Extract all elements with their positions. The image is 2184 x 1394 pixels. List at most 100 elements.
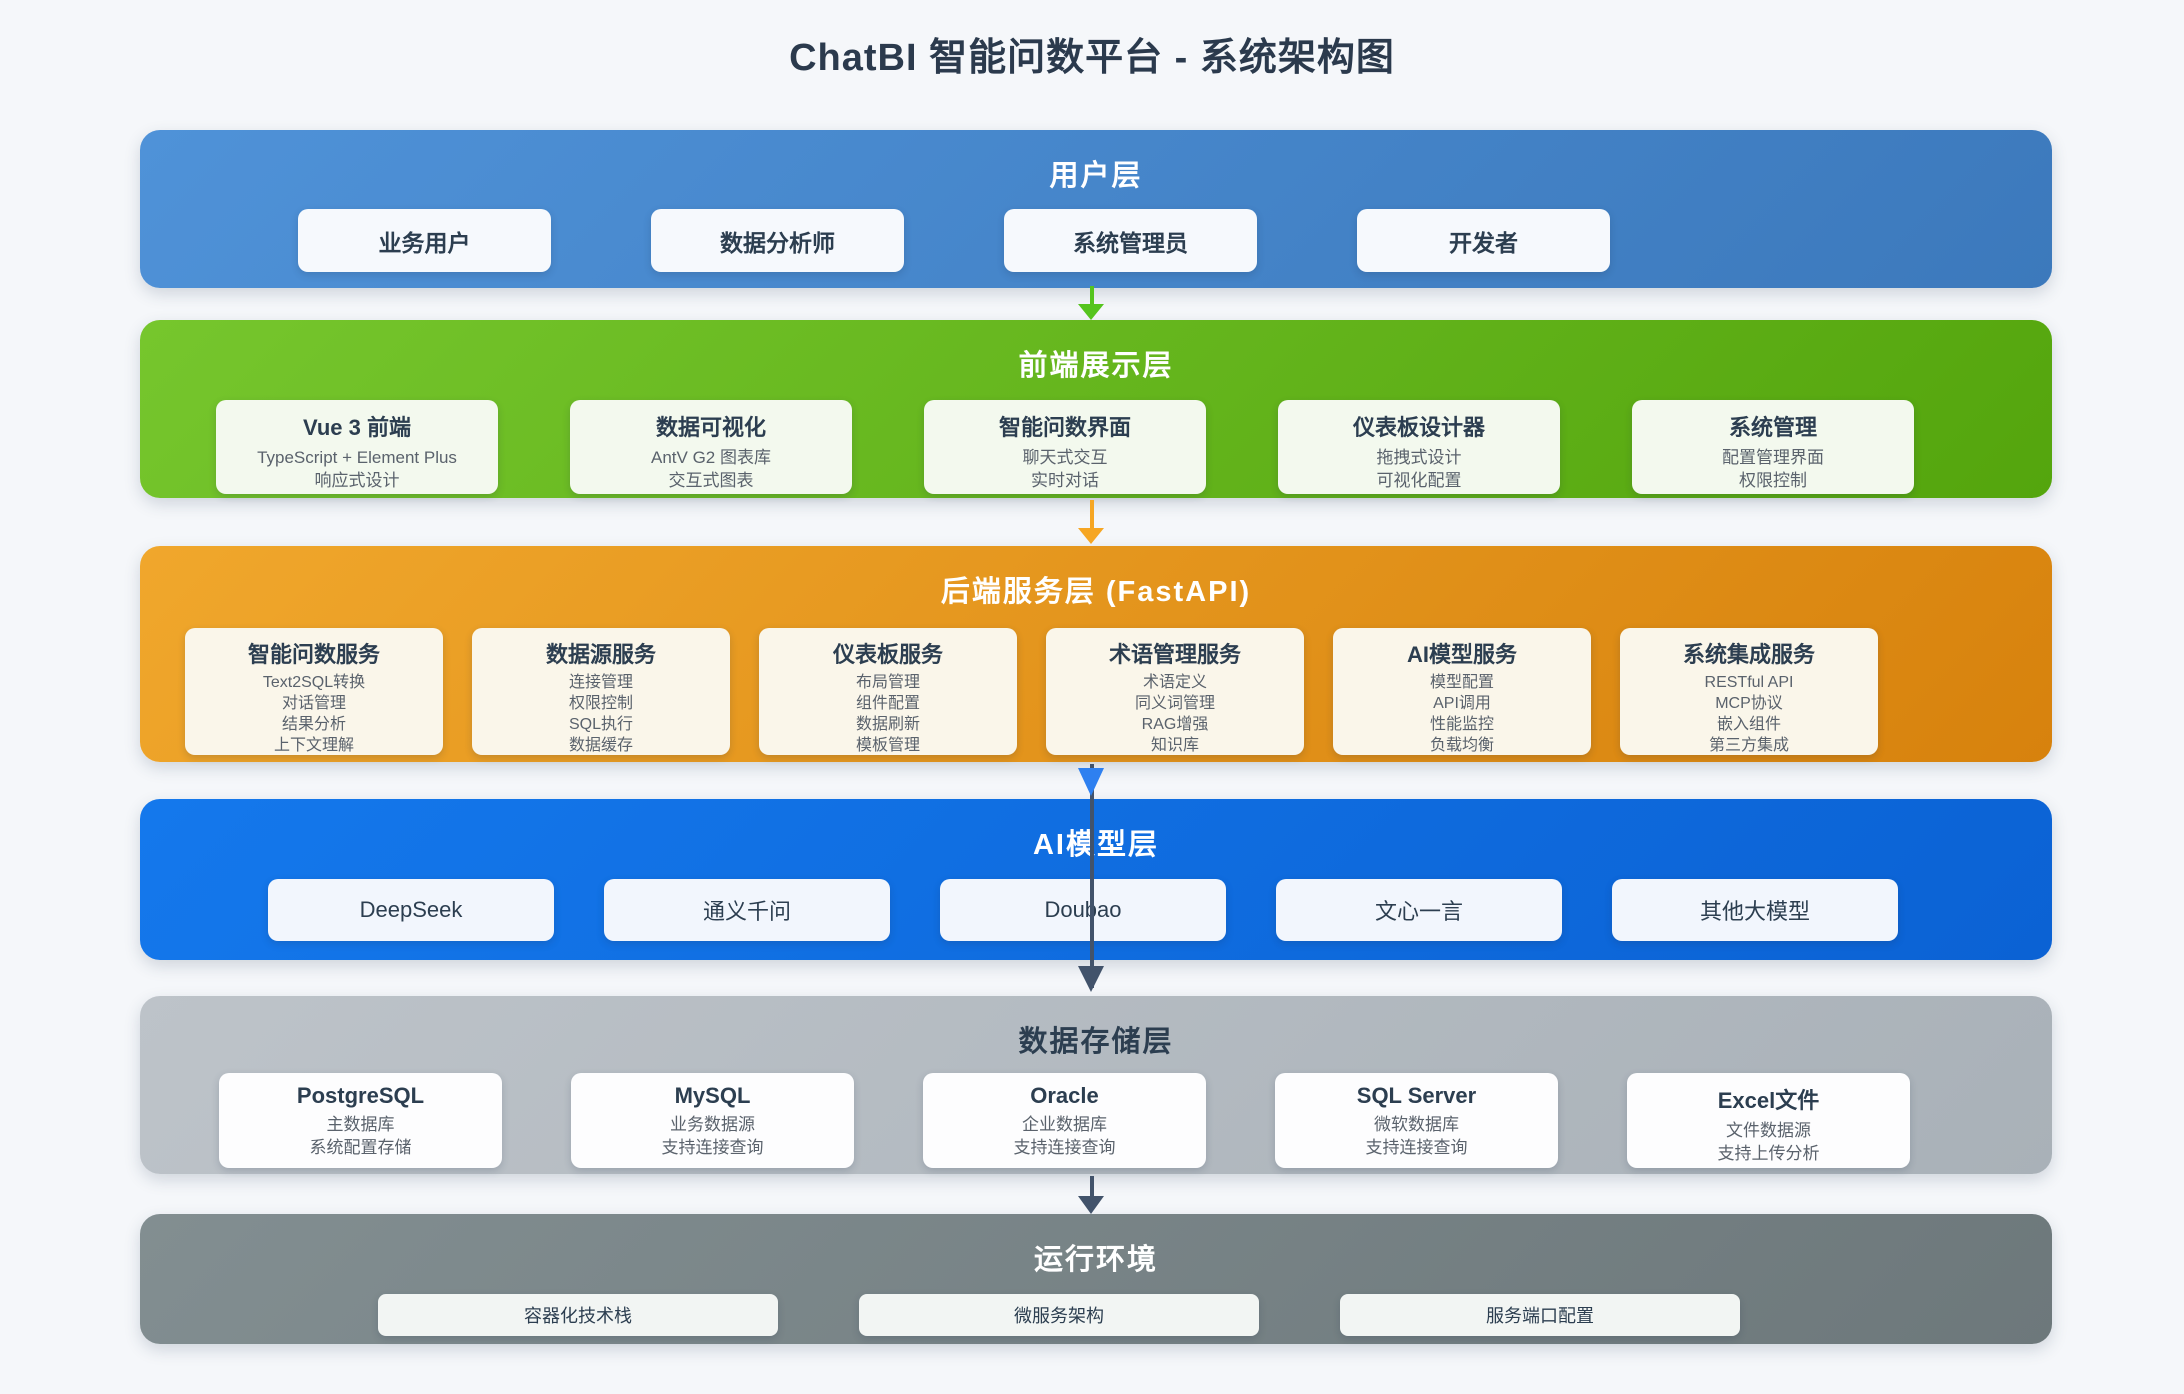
node-title: Excel文件 [1717,1088,1820,1113]
node-title: Vue 3 前端 [303,415,411,440]
node-title: 仪表板设计器 [1352,415,1485,440]
node-label: 数据分析师 [720,229,835,256]
node-line: TypeScript + Element Plus [257,448,457,467]
layer-frontend: 前端展示层 Vue 3 前端 TypeScript + Element Plus… [140,320,2052,498]
layer-frontend-row: Vue 3 前端 TypeScript + Element Plus 响应式设计… [216,400,1914,494]
node-dashboard-designer: 仪表板设计器 拖拽式设计 可视化配置 [1278,400,1560,494]
node-data-analyst: 数据分析师 [651,209,904,272]
layer-runtime-row: 容器化技术栈 微服务架构 服务端口配置 [378,1294,1740,1336]
node-label: 系统管理员 [1073,229,1188,256]
node-line: 实时对话 [1031,471,1099,490]
node-line: 支持连接查询 [1013,1138,1116,1157]
node-line: 交互式图表 [668,471,754,490]
node-developer: 开发者 [1357,209,1610,272]
node-title: MySQL [674,1083,751,1108]
node-sql-server: SQL Server 微软数据库 支持连接查询 [1275,1073,1558,1168]
arrow-storage-to-runtime [1090,1176,1094,1198]
node-line: 组件配置 [855,695,920,712]
layer-storage: 数据存储层 PostgreSQL 主数据库 系统配置存储 MySQL 业务数据源… [140,996,2052,1174]
node-line: 主数据库 [326,1115,395,1134]
node-line: 性能监控 [1429,716,1494,733]
node-line: Text2SQL转换 [262,674,366,691]
layer-storage-row: PostgreSQL 主数据库 系统配置存储 MySQL 业务数据源 支持连接查… [219,1073,1910,1168]
node-line: 支持连接查询 [661,1138,764,1157]
node-title: 系统管理 [1728,415,1817,440]
node-label: DeepSeek [359,897,463,922]
node-deepseek: DeepSeek [268,879,554,941]
node-postgresql: PostgreSQL 主数据库 系统配置存储 [219,1073,502,1168]
node-datasource-service: 数据源服务 连接管理 权限控制 SQL执行 数据缓存 [472,628,730,755]
layer-ai-models-row: DeepSeek 通义千问 Doubao 文心一言 其他大模型 [268,879,1898,941]
node-other-llm: 其他大模型 [1612,879,1898,941]
node-label: 容器化技术栈 [524,1306,632,1326]
node-title: 数据源服务 [545,642,656,667]
node-system-management: 系统管理 配置管理界面 权限控制 [1632,400,1914,494]
node-ernie: 文心一言 [1276,879,1562,941]
node-label: 文心一言 [1374,899,1463,924]
arrow-users-to-frontend [1090,286,1094,306]
node-service-port-config: 服务端口配置 [1340,1294,1740,1336]
node-vue3-frontend: Vue 3 前端 TypeScript + Element Plus 响应式设计 [216,400,498,494]
node-line: RAG增强 [1141,716,1209,733]
node-smart-query-service: 智能问数服务 Text2SQL转换 对话管理 结果分析 上下文理解 [185,628,443,755]
node-label: 其他大模型 [1699,899,1810,924]
layer-frontend-title: 前端展示层 [1018,350,1174,382]
node-doubao: Doubao [940,879,1226,941]
node-title: PostgreSQL [296,1083,425,1108]
node-line: MCP协议 [1715,695,1783,712]
node-line: RESTful API [1704,674,1794,691]
node-line: 企业数据库 [1022,1115,1107,1134]
arrow-head-frontend-to-backend [1078,528,1104,544]
node-line: 数据刷新 [855,716,920,733]
node-label: 业务用户 [378,229,471,256]
layer-backend: 后端服务层 (FastAPI) 智能问数服务 Text2SQL转换 对话管理 结… [140,546,2052,762]
node-line: 负载均衡 [1429,737,1494,754]
node-line: 权限控制 [1739,471,1807,490]
arrow-head-backend-to-ai [1078,768,1104,796]
layer-backend-title: 后端服务层 (FastAPI) [940,576,1252,608]
node-line: 结果分析 [281,716,346,733]
layer-ai-models-title: AI模型层 [1032,829,1159,861]
node-line: 模型配置 [1429,674,1494,691]
node-line: SQL执行 [568,716,634,733]
node-line: 业务数据源 [670,1115,755,1134]
node-line: 上下文理解 [273,737,354,754]
node-excel-file: Excel文件 文件数据源 支持上传分析 [1627,1073,1910,1168]
node-line: 数据缓存 [568,737,633,754]
node-title: 智能问数界面 [998,415,1131,440]
node-title: Oracle [1030,1083,1099,1108]
node-title: SQL Server [1356,1083,1477,1108]
node-title: 术语管理服务 [1108,642,1241,667]
node-line: 微软数据库 [1374,1115,1459,1134]
node-system-integration-service: 系统集成服务 RESTful API MCP协议 嵌入组件 第三方集成 [1620,628,1878,755]
node-line: 响应式设计 [314,471,400,490]
node-line: 支持上传分析 [1717,1144,1820,1163]
arrow-head-users-to-frontend [1078,304,1104,320]
node-line: API调用 [1433,695,1491,712]
arrow-backend-to-storage [1090,764,1094,988]
node-line: 同义词管理 [1134,695,1215,712]
node-smart-query-ui: 智能问数界面 聊天式交互 实时对话 [924,400,1206,494]
node-line: 模板管理 [855,737,920,754]
node-line: 术语定义 [1142,674,1207,691]
page-title: ChatBI 智能问数平台 - 系统架构图 [789,37,1395,79]
node-line: 聊天式交互 [1022,448,1108,467]
node-line: 布局管理 [855,674,920,691]
arrow-frontend-to-backend [1090,500,1094,530]
node-line: 配置管理界面 [1722,448,1824,467]
node-dashboard-service: 仪表板服务 布局管理 组件配置 数据刷新 模板管理 [759,628,1017,755]
node-label: 服务端口配置 [1486,1306,1594,1326]
node-line: 权限控制 [568,695,633,712]
node-line: 文件数据源 [1726,1121,1811,1140]
node-line: 第三方集成 [1708,737,1789,754]
node-title: 仪表板服务 [832,642,943,667]
layer-backend-row: 智能问数服务 Text2SQL转换 对话管理 结果分析 上下文理解 数据源服务 … [185,628,1878,755]
node-oracle: Oracle 企业数据库 支持连接查询 [923,1073,1206,1168]
node-terminology-service: 术语管理服务 术语定义 同义词管理 RAG增强 知识库 [1046,628,1304,755]
layer-user-row: 业务用户 数据分析师 系统管理员 开发者 [298,209,1610,272]
node-ai-model-service: AI模型服务 模型配置 API调用 性能监控 负载均衡 [1333,628,1591,755]
node-line: 嵌入组件 [1716,716,1781,733]
layer-storage-title: 数据存储层 [1018,1026,1174,1058]
layer-runtime: 运行环境 容器化技术栈 微服务架构 服务端口配置 [140,1214,2052,1344]
